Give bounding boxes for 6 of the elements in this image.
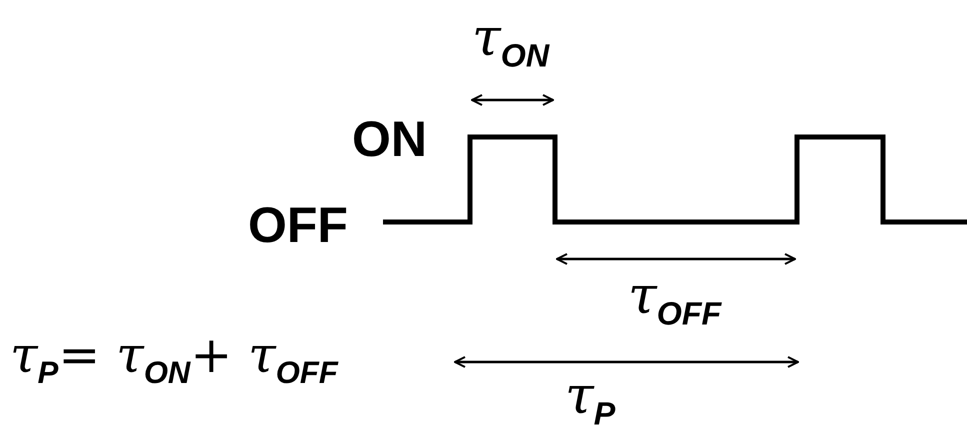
duration-label: τ$_{OFF}$: [628, 270, 722, 330]
duration-label: τ$_{ON}$: [472, 12, 550, 72]
state-label: OFF: [248, 200, 348, 250]
formula: τ$_{P}$= τ$_{ON}$+ τ$_{OFF}$: [10, 330, 338, 388]
state-label: ON: [352, 114, 427, 164]
duration-label: τ$_{P}$: [565, 370, 616, 426]
